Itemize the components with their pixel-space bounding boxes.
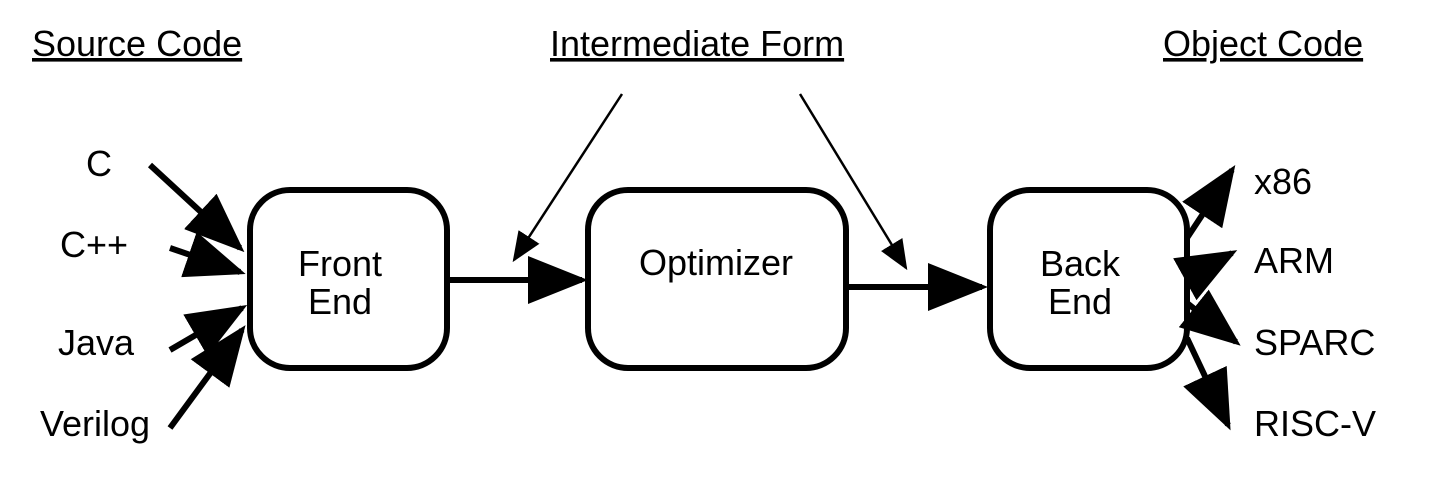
arrow-back-end-to-x86 <box>1182 164 1236 240</box>
optimizer-box <box>585 187 849 371</box>
input-label-java: Java <box>58 322 135 363</box>
header-intermediate-form: Intermediate Form <box>550 23 844 64</box>
front-end-box <box>247 187 450 371</box>
arrow-cpp-to-front-end <box>169 231 246 278</box>
arrow-verilog-to-front-end <box>167 325 246 430</box>
arrow-back-end-to-risc-v <box>1183 336 1231 431</box>
input-label-c: C <box>86 143 112 184</box>
arrow-back-end-to-sparc <box>1178 289 1241 346</box>
output-label-risc-v: RISC-V <box>1254 403 1376 444</box>
front-end-label-line2: End <box>308 281 372 322</box>
header-object-code: Object Code <box>1163 23 1363 64</box>
header-source-code: Source Code <box>32 23 242 64</box>
input-label-verilog: Verilog <box>40 403 150 444</box>
back-end-label-line2: End <box>1048 281 1112 322</box>
input-label-cpp: C++ <box>60 224 128 265</box>
arrow-c-to-front-end <box>147 162 245 253</box>
output-label-arm: ARM <box>1254 240 1334 281</box>
pointer-intermediate-to-first-link <box>512 93 624 263</box>
pointer-intermediate-to-second-link <box>798 93 908 271</box>
output-label-sparc: SPARC <box>1254 322 1375 363</box>
optimizer-label: Optimizer <box>639 242 793 283</box>
front-end-label-line1: Front <box>298 243 382 284</box>
back-end-label-line1: Back <box>1040 243 1121 284</box>
arrow-back-end-to-arm <box>1173 250 1238 301</box>
output-label-x86: x86 <box>1254 161 1312 202</box>
